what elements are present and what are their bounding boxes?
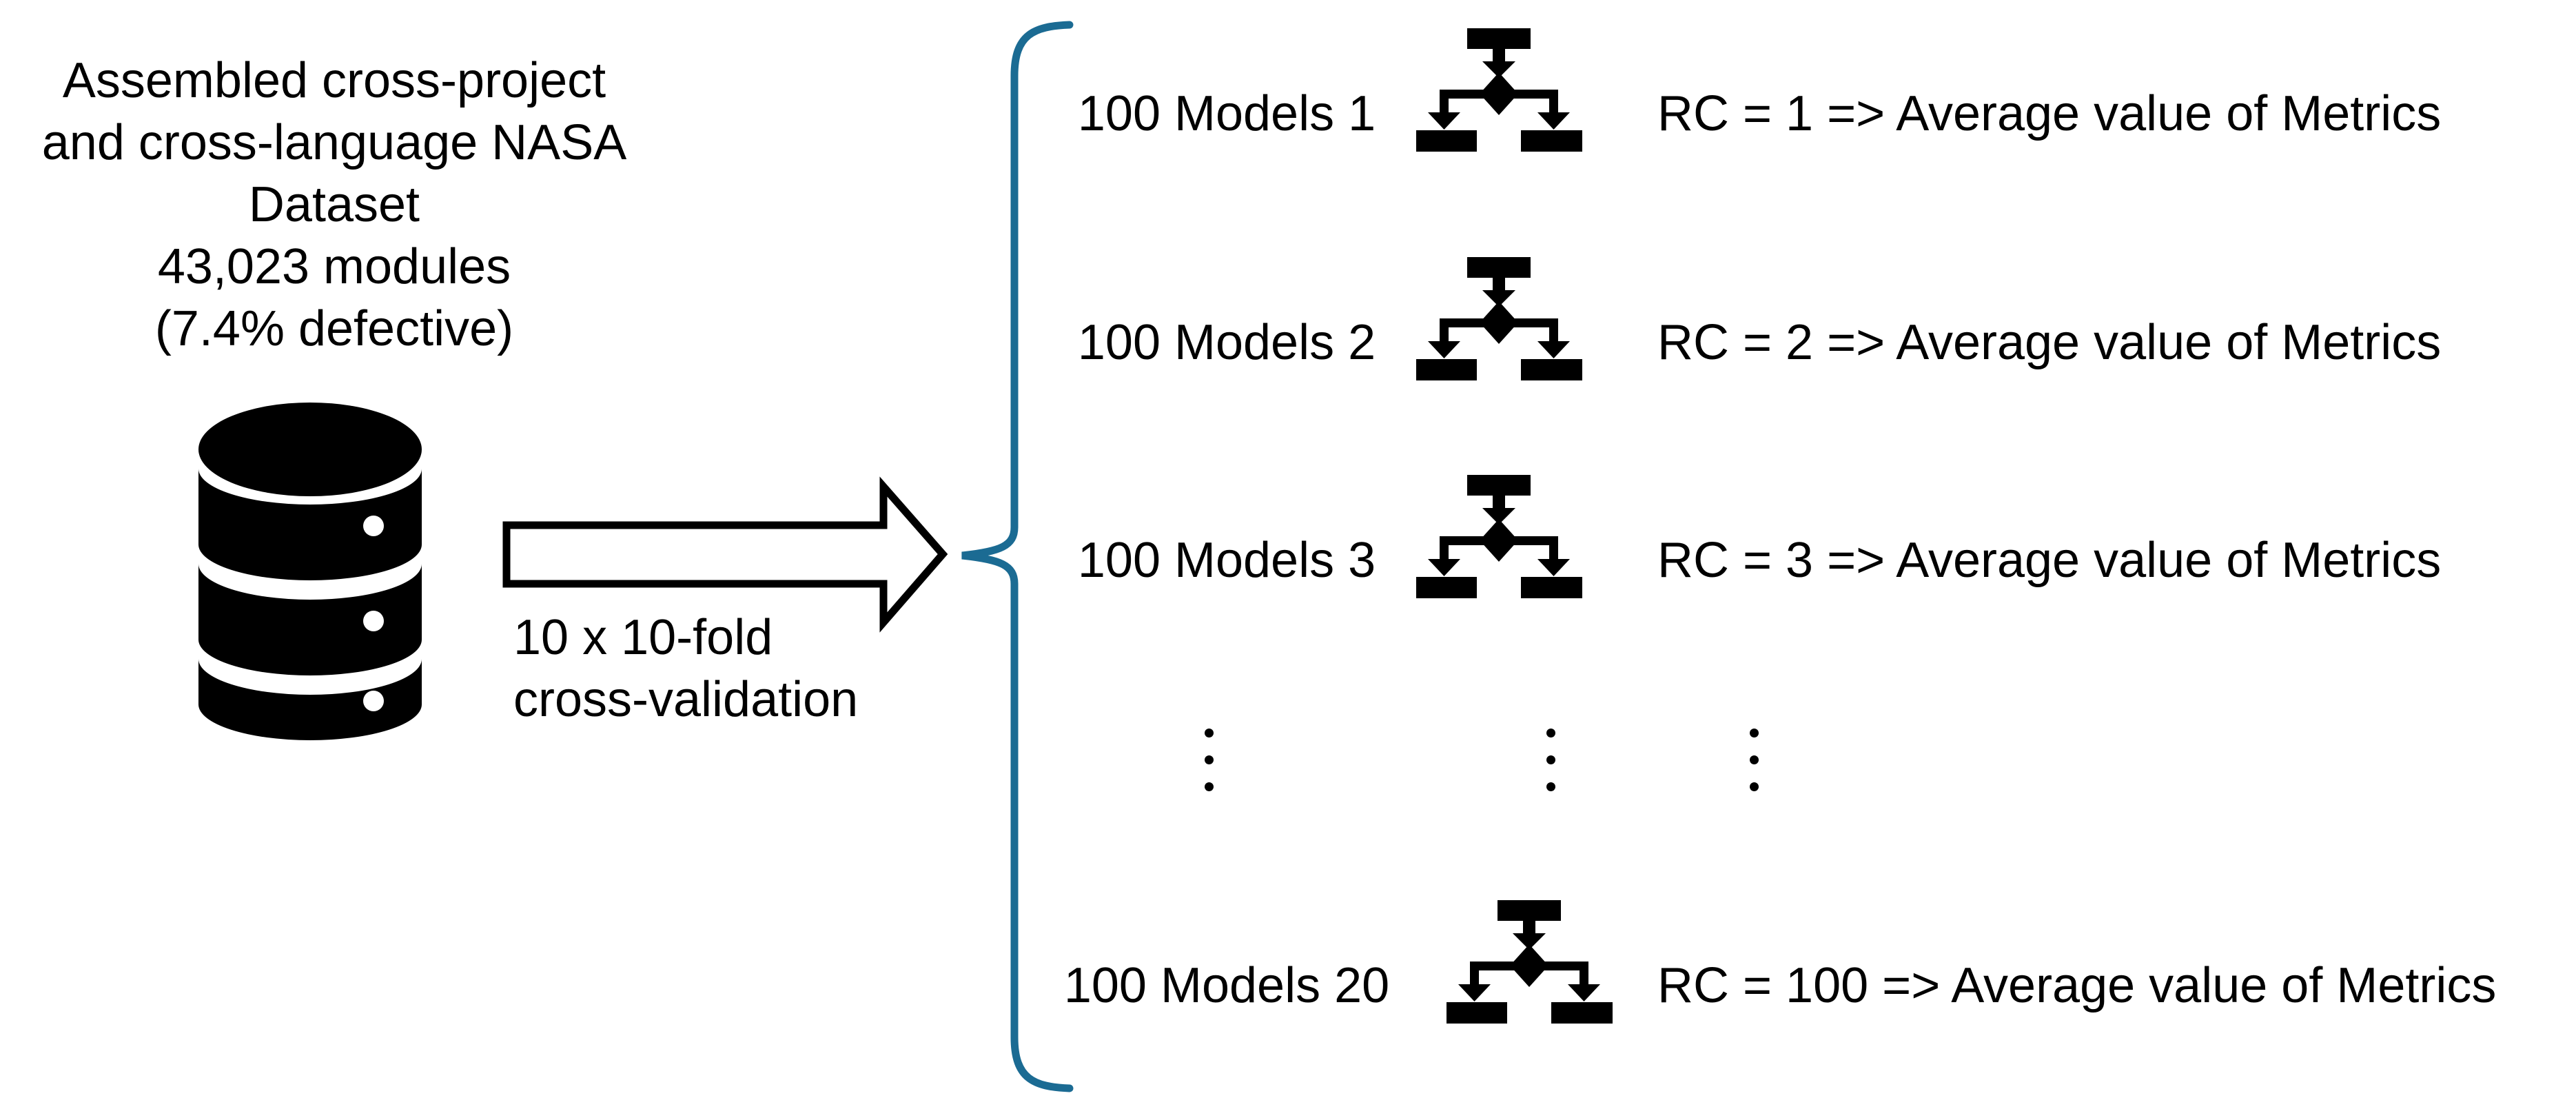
ellipsis-dot (1749, 729, 1759, 737)
vertical-ellipsis-icon (1749, 729, 1759, 791)
vertical-ellipsis-icon (1546, 729, 1555, 791)
decision-tree-icon (1416, 28, 1582, 152)
decision-tree-icon (1447, 900, 1613, 1024)
dataset-line: Dataset (248, 177, 420, 232)
models-label-2: 100 Models 2 (1077, 315, 1376, 370)
cross-validation-label: 10 x 10-fold cross-validation (513, 607, 858, 731)
dataset-line: (7.4% defective) (154, 301, 514, 356)
left-brace-icon (961, 21, 1074, 1092)
rc-result-2: RC = 2 => Average value of Metrics (1657, 315, 2442, 370)
vertical-ellipsis-icon (1204, 729, 1214, 791)
dataset-line: and cross-language NASA (41, 115, 627, 170)
rc-result-1: RC = 1 => Average value of Metrics (1657, 86, 2442, 141)
decision-tree-icon (1416, 475, 1582, 598)
models-label-20: 100 Models 20 (1063, 958, 1390, 1013)
ellipsis-dot (1546, 755, 1555, 764)
models-label-3: 100 Models 3 (1077, 533, 1376, 588)
dataset-line: 43,023 modules (157, 239, 511, 294)
database-icon (198, 403, 422, 740)
rc-result-3: RC = 3 => Average value of Metrics (1657, 533, 2442, 588)
rc-result-100: RC = 100 => Average value of Metrics (1657, 958, 2497, 1013)
ellipsis-dot (1546, 729, 1555, 737)
models-label-1: 100 Models 1 (1077, 86, 1376, 141)
dataset-line: Assembled cross-project (62, 53, 606, 108)
decision-tree-icon (1416, 257, 1582, 380)
cross-validation-line: cross-validation (513, 672, 859, 727)
right-arrow-icon (502, 476, 948, 633)
cross-validation-line: 10 x 10-fold (513, 610, 773, 665)
ellipsis-dot (1749, 782, 1759, 791)
ellipsis-dot (1204, 729, 1214, 737)
ellipsis-dot (1204, 782, 1214, 791)
ellipsis-dot (1204, 755, 1214, 764)
ellipsis-dot (1546, 782, 1555, 791)
dataset-description: Assembled cross-project and cross-langua… (14, 50, 655, 360)
ellipsis-dot (1749, 755, 1759, 764)
